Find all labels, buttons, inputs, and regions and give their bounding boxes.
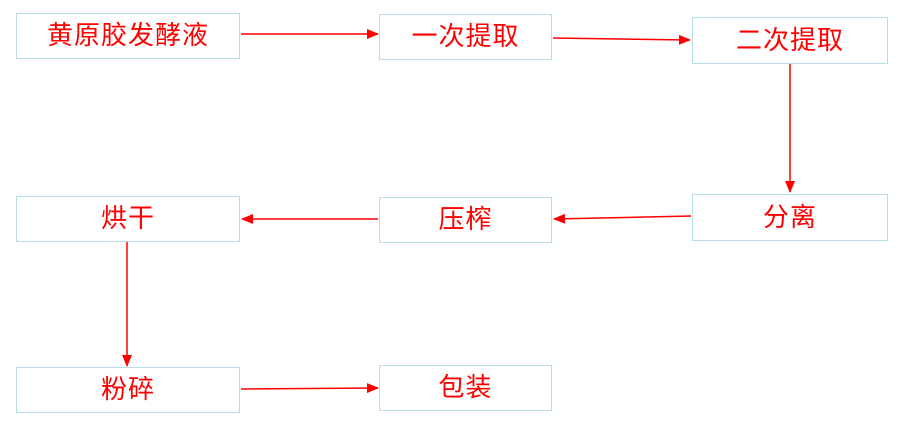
node-label: 二次提取 bbox=[735, 25, 844, 56]
node-fenli: 分离 bbox=[692, 194, 888, 241]
arrow-yici-tiqu-to-erci-tiqu bbox=[552, 34, 691, 45]
node-label: 分离 bbox=[762, 202, 817, 233]
node-label: 烘干 bbox=[100, 204, 155, 234]
node-huangyuanjiao-fajiaoye: 黄原胶发酵液 bbox=[16, 13, 240, 59]
arrow-fensui-to-baozhuang bbox=[240, 383, 379, 394]
node-label: 黄原胶发酵液 bbox=[46, 21, 209, 51]
node-baozhuang: 包装 bbox=[379, 365, 552, 411]
node-yazha: 压榨 bbox=[379, 197, 552, 243]
node-erci-tiqu: 二次提取 bbox=[692, 17, 888, 64]
node-fensui: 粉碎 bbox=[16, 367, 240, 413]
node-label: 粉碎 bbox=[100, 375, 155, 405]
node-yici-tiqu: 一次提取 bbox=[379, 14, 552, 60]
arrow-fenli-to-yazha bbox=[553, 213, 692, 224]
node-label: 一次提取 bbox=[411, 22, 520, 52]
node-label: 包装 bbox=[438, 373, 493, 403]
node-honggan: 烘干 bbox=[16, 196, 240, 242]
node-label: 压榨 bbox=[438, 205, 493, 235]
